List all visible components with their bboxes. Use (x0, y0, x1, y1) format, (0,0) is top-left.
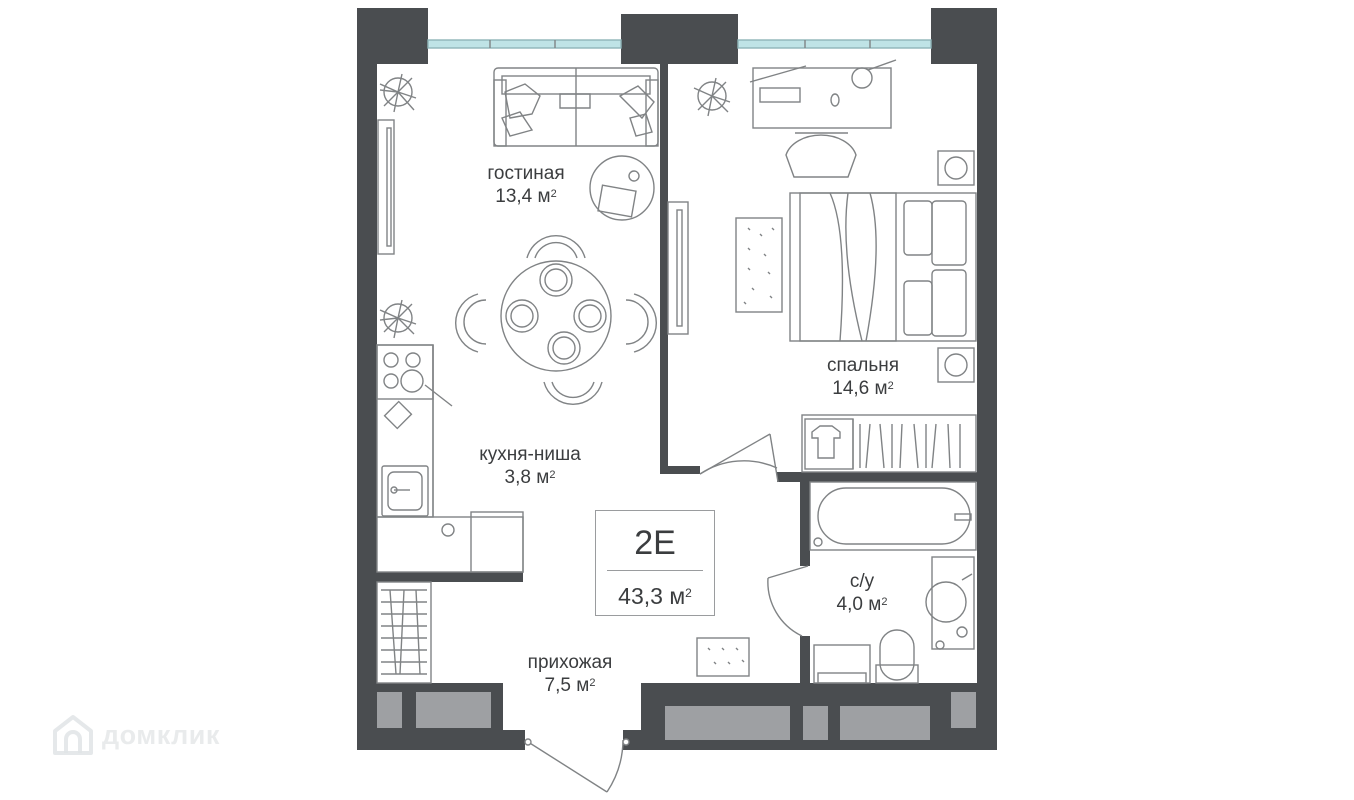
room-label-living: гостиная 13,4 м2 (461, 162, 591, 208)
room-name: гостиная (487, 163, 565, 184)
room-name: с/у (849, 571, 875, 592)
watermark: домклик (50, 712, 220, 758)
room-label-kitchen: кухня-ниша 3,8 м2 (455, 443, 605, 489)
wardrobe-hall (376, 581, 432, 684)
unit-divider (607, 570, 703, 571)
watermark-text: домклик (102, 719, 220, 750)
dining-set (454, 234, 658, 406)
room-area: 4,0 м2 (836, 594, 888, 615)
plant-living-1 (379, 73, 417, 113)
sofa (493, 67, 659, 147)
interior-walls (377, 64, 977, 686)
washing-machine (813, 644, 871, 684)
room-area: 14,6 м2 (832, 378, 894, 399)
bed (789, 150, 977, 383)
unit-code: 2E (634, 524, 676, 562)
room-label-hall: прихожая 7,5 м2 (500, 651, 640, 697)
house-logo-icon (53, 715, 93, 755)
room-label-bath: с/у 4,0 м2 (812, 570, 912, 616)
washbasin (925, 556, 975, 650)
tv-wall-bedroom (667, 201, 689, 335)
bathtub (809, 481, 977, 551)
top-windows (427, 39, 932, 49)
rug-bedroom (735, 217, 783, 313)
entrance-door (524, 738, 630, 793)
toilet (875, 629, 919, 684)
room-name: прихожая (527, 652, 613, 673)
coffee-table (589, 155, 655, 221)
unit-summary-box: 2E 43,3 м2 (595, 510, 715, 616)
room-label-bedroom: спальня 14,6 м2 (798, 354, 928, 400)
desk (749, 59, 897, 178)
kitchen-counter (376, 344, 524, 573)
room-area: 7,5 м2 (544, 675, 596, 696)
room-name: кухня-ниша (479, 444, 581, 465)
room-name: спальня (826, 355, 900, 376)
unit-area: 43,3 м2 (618, 583, 692, 609)
window-frames (377, 692, 976, 740)
plant-bedroom (693, 77, 731, 117)
plant-living-2 (379, 299, 417, 339)
bathroom-door (767, 565, 809, 637)
tv-wall-living (377, 119, 395, 255)
room-area: 13,4 м2 (495, 186, 557, 207)
wardrobe-bedroom (801, 414, 977, 473)
bedroom-door (699, 433, 779, 483)
rug-hall (696, 637, 750, 677)
room-area: 3,8 м2 (504, 467, 556, 488)
